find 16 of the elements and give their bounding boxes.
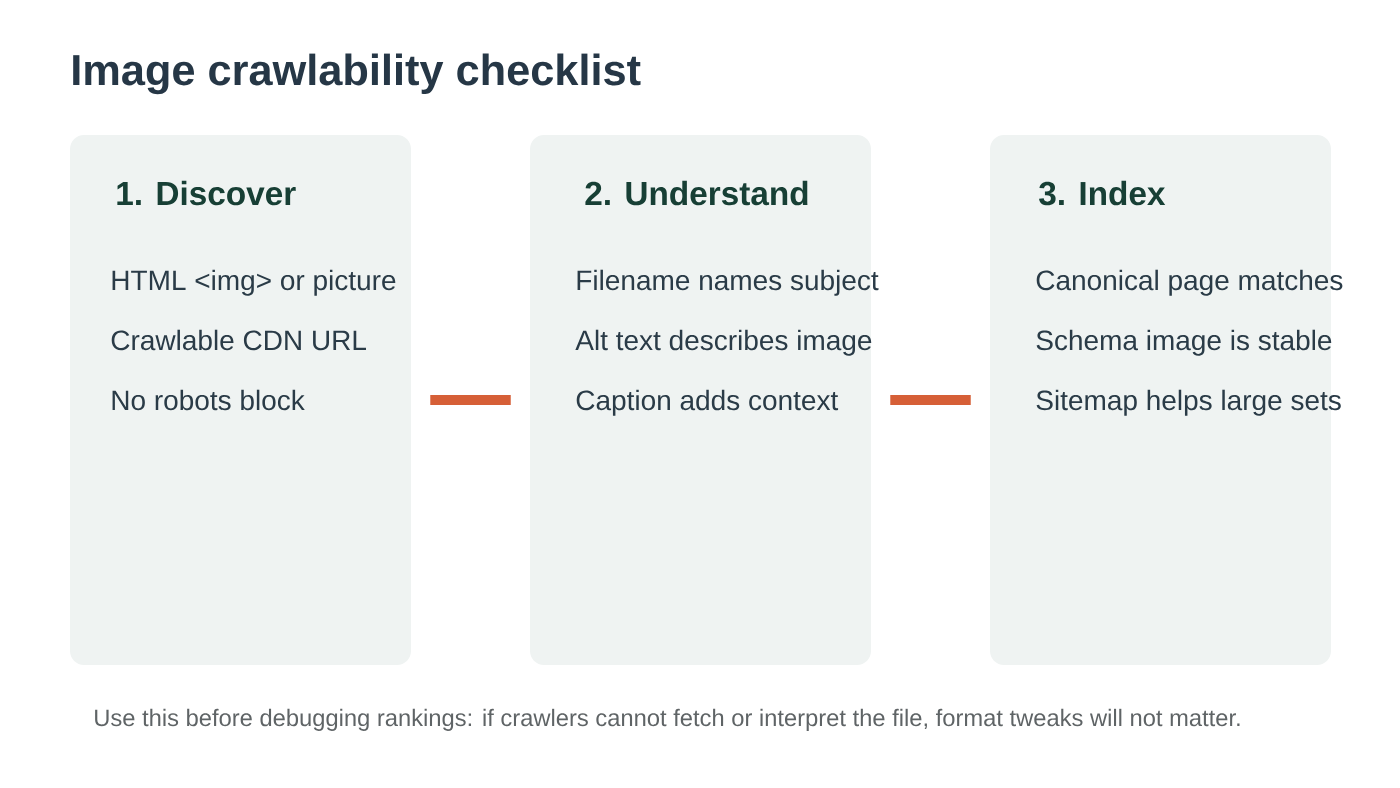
checklist-item: Caption adds context [576, 389, 839, 416]
checklist-item: Canonical page matches [1036, 269, 1343, 296]
checklist-item: Alt text describes image [575, 329, 872, 356]
connector-bar [890, 395, 971, 405]
caption: Use this before debugging rankings: if crawlers cannot fetch or interpret the file, format tweaks will not matter. [95, 708, 1240, 731]
checklist-item: Schema image is stable [1036, 329, 1332, 356]
checklist-item: No robots block [112, 389, 305, 411]
checklist-item: Filename names subject [577, 269, 879, 296]
title: Image crawlability checklist [73, 53, 641, 95]
connector-bar [430, 395, 511, 405]
checklist-item: Sitemap helps large sets [1036, 389, 1341, 416]
panel-heading: 2. Understand [585, 180, 808, 206]
checklist-item: HTML <img> or picture [112, 269, 396, 296]
panel-heading: 3. Index [1039, 180, 1166, 206]
checklist-item: Crawlable CDN URL [111, 329, 366, 351]
panel-heading: 1. Discover [117, 180, 296, 206]
